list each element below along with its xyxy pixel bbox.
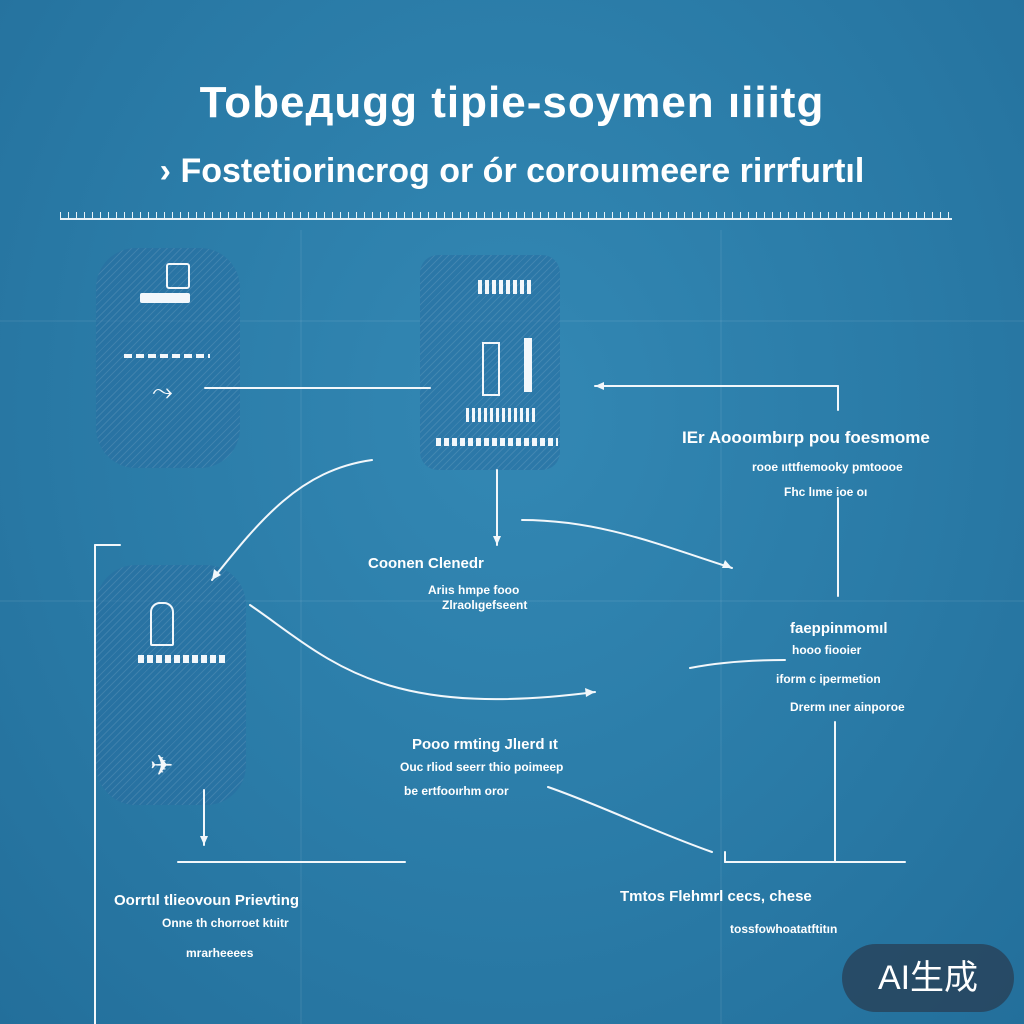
node-top-right-line: Fhc lıme ioe oı	[784, 485, 868, 499]
curve-right-mid	[689, 659, 786, 669]
arrowhead	[212, 569, 221, 580]
node-bottom-left-line: Onne th chorroet ktıitr	[162, 916, 289, 930]
arrowhead	[493, 536, 501, 545]
node-center-low-line: be ertfooırhm oror	[404, 784, 509, 798]
node-center-line: Zlraolıgefseent	[442, 598, 528, 612]
node-bottom-right-title: Tmtos Flehmrl cecs, chese	[620, 888, 812, 905]
plane-icon: ✈	[150, 750, 174, 781]
curve-top-center-to-left	[211, 459, 373, 581]
header-ruler	[60, 210, 952, 220]
node-bottom-right-line: tossfowhoatatftitın	[730, 922, 838, 936]
node-bottom-left-line: mrarheeees	[186, 946, 254, 960]
node-top-right-title: IEr Aoooımbırp pou foesmome	[682, 428, 930, 447]
node-center-low-line: Ouc rliod seerr thio poimeep	[400, 760, 564, 774]
curve-center-low-to-bottom-right	[547, 786, 713, 853]
node-right-mid-title: faeppinmomıl	[790, 620, 888, 637]
text-lines-icon	[124, 354, 210, 358]
background-grid-line	[300, 230, 302, 1024]
arrowhead	[722, 560, 732, 568]
device-icon	[482, 342, 500, 396]
panel-icon	[466, 408, 536, 422]
arrowhead	[595, 382, 604, 390]
wave-arrow-icon: ⤳	[152, 376, 173, 406]
node-right-mid-line: Drerm ıner ainporoe	[790, 700, 905, 714]
curve-center-to-right	[521, 519, 733, 569]
server-icon	[166, 263, 190, 289]
text-lines-icon	[138, 655, 228, 663]
ai-generated-badge: AI生成	[842, 944, 1014, 1012]
node-right-mid-line: hooo fiooier	[792, 643, 862, 657]
console-icon	[436, 438, 558, 446]
arrowhead	[585, 688, 595, 697]
node-center-line: Ariıs hmpe fooo	[428, 583, 520, 597]
node-top-left	[96, 248, 240, 468]
diagram-title: Tobeдugg tipie-soymen ıiiitg	[199, 78, 825, 127]
node-center-low-title: Pooo rmting Jlıerd ıt	[412, 736, 558, 753]
node-right-mid-line: iform c ipermetion	[776, 672, 881, 686]
bar-icon	[524, 338, 532, 392]
diagram-subtitle: › Fostetiorincrog or ór corouımeere rirr…	[159, 152, 865, 190]
node-center-title: Coonen Clenedr	[368, 555, 484, 572]
arrowhead	[200, 836, 208, 845]
curve-left-to-center-low	[249, 604, 596, 700]
keyboard-icon	[140, 293, 190, 303]
toolbar-icon	[478, 280, 534, 294]
background-grid-line	[720, 230, 722, 1024]
node-bottom-left-title: Oorrtıl tlieovoun Prievting	[114, 892, 300, 909]
node-top-right-line: rooe ııttfıemooky pmtoooe	[752, 460, 903, 474]
bottle-icon	[150, 602, 174, 646]
background-grid-line	[0, 600, 1024, 602]
